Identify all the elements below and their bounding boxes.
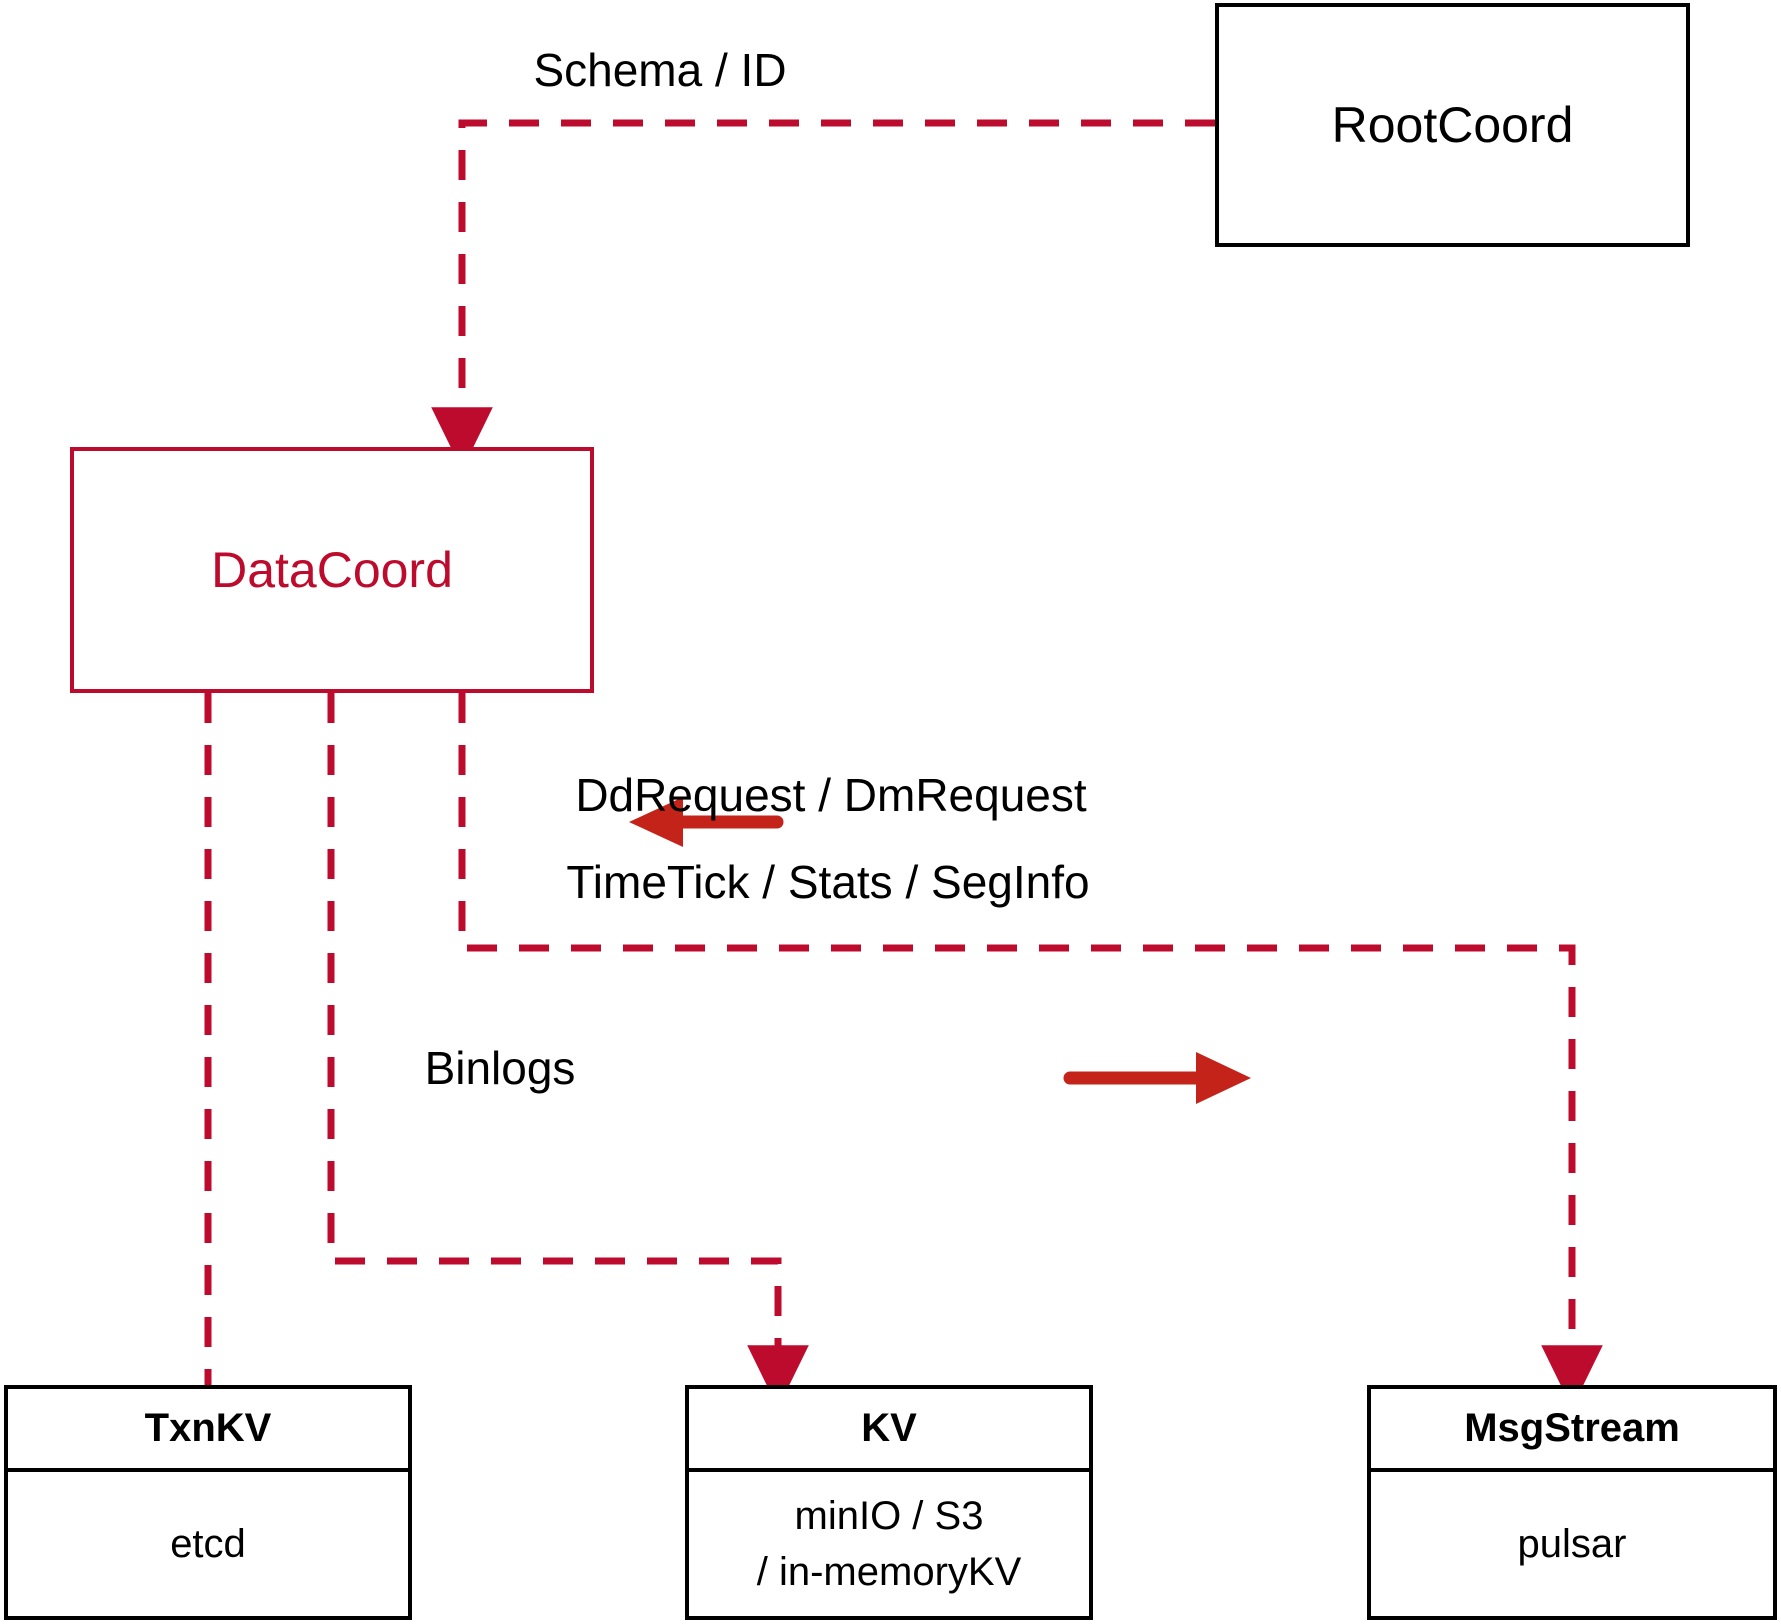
edge-label-dd-dm-request: DdRequest / DmRequest	[575, 769, 1087, 821]
node-kv-impl-1: / in-memoryKV	[756, 1550, 1022, 1594]
edge-label-timetick-stats-seginfo: TimeTick / Stats / SegInfo	[566, 856, 1090, 908]
edge-label-schema-id: Schema / ID	[533, 44, 787, 96]
node-txnkv-impl-0: etcd	[170, 1522, 246, 1566]
node-msgstream-body: pulsar	[1371, 1472, 1773, 1616]
node-txnkv[interactable]: TxnKV etcd	[4, 1385, 412, 1620]
node-msgstream[interactable]: MsgStream pulsar	[1367, 1385, 1777, 1620]
node-datacoord-title: DataCoord	[211, 541, 453, 598]
node-txnkv-title: TxnKV	[144, 1406, 272, 1450]
node-kv-impl-0: minIO / S3	[794, 1494, 984, 1538]
node-kv-title: KV	[861, 1406, 917, 1450]
edge-label-binlogs: Binlogs	[424, 1042, 576, 1094]
arrow-outbound-right	[1063, 1052, 1251, 1104]
edge-rootcoord-to-datacoord	[431, 119, 1215, 471]
node-txnkv-header: TxnKV	[8, 1389, 408, 1472]
node-txnkv-body: etcd	[8, 1472, 408, 1616]
node-msgstream-impl-0: pulsar	[1517, 1522, 1627, 1566]
node-rootcoord-title: RootCoord	[1331, 96, 1574, 153]
node-kv-header: KV	[689, 1389, 1089, 1472]
node-msgstream-header: MsgStream	[1371, 1389, 1773, 1472]
node-kv[interactable]: KV minIO / S3 / in-memoryKV	[685, 1385, 1093, 1620]
node-datacoord[interactable]: DataCoord	[70, 447, 594, 693]
node-rootcoord[interactable]: RootCoord	[1215, 3, 1690, 247]
node-kv-body: minIO / S3 / in-memoryKV	[689, 1472, 1089, 1616]
node-msgstream-title: MsgStream	[1464, 1406, 1680, 1450]
